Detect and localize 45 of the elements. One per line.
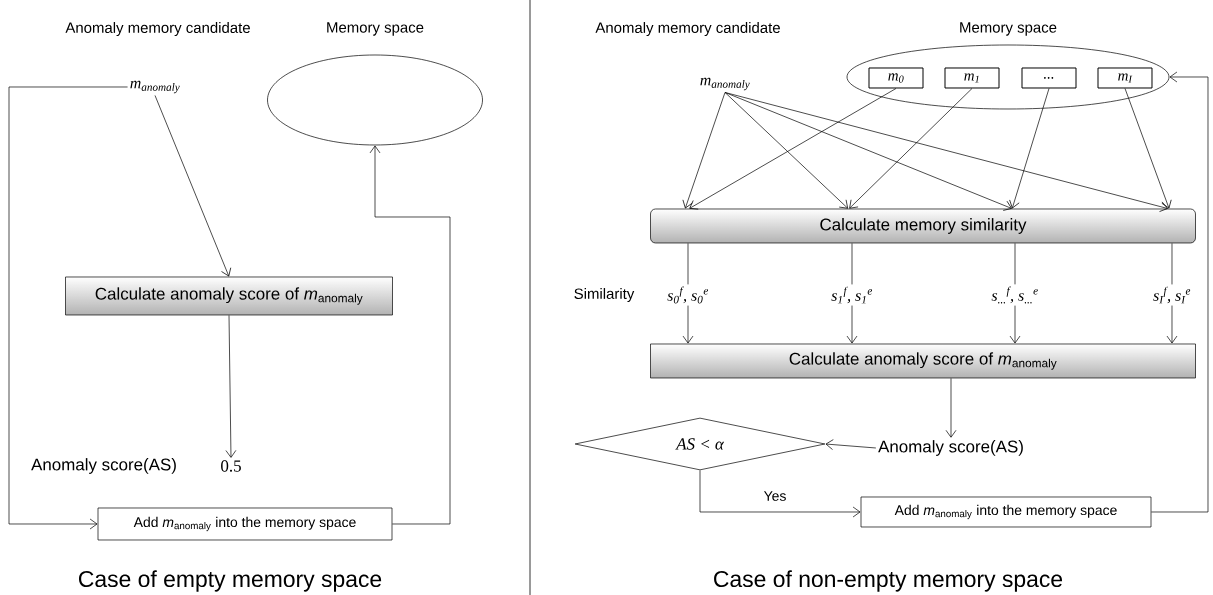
process-box: Add m$_{anomaly}$ into the memory space: [860, 496, 1152, 528]
arrow: [689, 88, 897, 210]
arrow: [846, 305, 858, 344]
symbol-label: s$_{1}$$^{f}$, s$_{1}$e: [831, 286, 873, 304]
process-box: Calculate anomaly score of m$_{anomaly}$: [65, 276, 393, 316]
arrow: [1009, 88, 1050, 209]
arrow: [825, 439, 877, 450]
text-label: Anomaly score(AS): [31, 458, 176, 474]
arrow: [849, 88, 973, 209]
arrow: [724, 92, 849, 209]
symbol-label: s$_{I}$$^{f}$, s$_{I}$e: [1153, 286, 1191, 304]
text-label: Anomaly score(AS): [878, 440, 1023, 456]
process-box: Add m$_{anomaly}$ into the memory space: [97, 507, 393, 541]
arrow: [682, 92, 726, 209]
arrow: [1124, 88, 1172, 209]
arrow: [1151, 71, 1209, 513]
arrow: [369, 145, 451, 525]
symbol-label: m$_{anomaly}$: [700, 77, 750, 91]
memory-item-box: ...: [1021, 67, 1077, 89]
arrow: [225, 315, 237, 458]
edge-label: Yes: [762, 490, 788, 502]
arrow: [945, 378, 957, 438]
arrow: [8, 86, 128, 530]
row-label: Similarity: [574, 288, 635, 302]
value-label: 0.5: [221, 460, 241, 472]
memory-item-box: m$_{0}$: [868, 67, 924, 89]
arrow: [154, 95, 232, 277]
arrow: [724, 92, 1168, 212]
symbol-label: s$_{0}$$^{f}$, s$_{0}$e: [667, 286, 709, 304]
heading: Memory space: [960, 22, 1057, 36]
memory-item-box: m$_{I}$: [1097, 67, 1153, 89]
arrow: [682, 305, 694, 344]
arrow: [1166, 305, 1178, 344]
caption: Case of non-empty memory space: [714, 570, 1063, 592]
process-box: Calculate anomaly score of m$_{anomaly}$: [650, 343, 1196, 379]
caption: Case of empty memory space: [79, 570, 382, 592]
heading: Memory space: [327, 22, 424, 36]
arrow: [1009, 305, 1021, 344]
symbol-label: m$_{anomaly}$: [130, 80, 180, 94]
memory-item-box: m$_{1}$: [944, 67, 1000, 89]
symbol-label: s$_{...}$$^{f}$, s$_{...}$e: [991, 286, 1038, 304]
arrow: [699, 470, 861, 518]
heading: Anomaly memory candidate: [595, 22, 780, 36]
process-box: Calculate memory similarity: [650, 208, 1196, 244]
heading: Anomaly memory candidate: [65, 22, 250, 36]
